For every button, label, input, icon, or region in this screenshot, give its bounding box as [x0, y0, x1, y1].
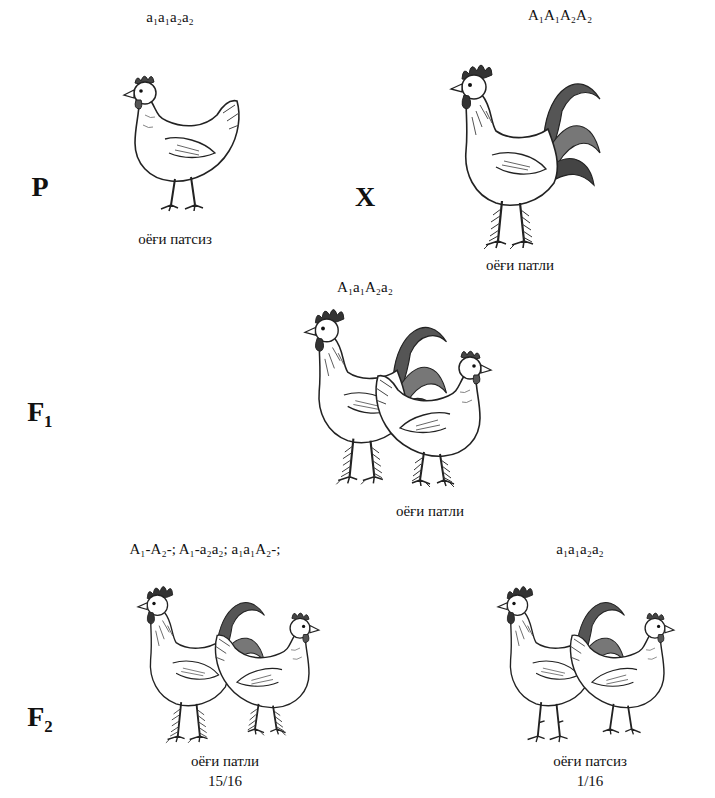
feathered-legs: [248, 704, 286, 736]
phenotype-label: оёғи патсиз: [553, 752, 627, 770]
hen-figure: [376, 351, 491, 487]
genotype-label: A₁A₁A₂A₂: [528, 6, 592, 24]
hen-body: [215, 613, 319, 707]
generation-label: F₁: [27, 395, 53, 429]
feathered-legs: [412, 452, 454, 487]
feathered-legs: [336, 439, 383, 485]
phenotype-label: оёғи патсиз: [138, 230, 212, 248]
bare-legs: [161, 177, 203, 211]
hen-body: [570, 613, 674, 707]
phenotype-label: оёғи патли: [191, 752, 259, 770]
genotype-label: A₁-A₂-; A₁-a₂a₂; a₁a₁A₂-;: [130, 540, 281, 558]
generation-label: P: [31, 170, 48, 204]
phenotype-label: оёғи патли: [486, 256, 554, 274]
hen-figure: [570, 613, 674, 734]
bare-legs: [528, 702, 568, 742]
bare-legs: [603, 704, 641, 735]
feathered-legs: [484, 201, 533, 249]
hen-figure: [215, 613, 319, 735]
rooster-figure: [451, 65, 600, 249]
generation-label: F₂: [27, 700, 53, 734]
feathered-legs: [166, 702, 208, 743]
cross-sign: X: [355, 180, 375, 214]
genotype-label: A₁a₁A₂a₂: [337, 278, 393, 296]
genotype-label: a₁a₁a₂a₂: [146, 8, 194, 26]
hen-body: [376, 351, 491, 456]
phenotype-label: оёғи патли: [396, 502, 464, 520]
ratio-label: 1/16: [577, 772, 604, 790]
hen-figure: [124, 76, 239, 211]
ratio-label: 15/16: [208, 772, 242, 790]
genotype-label: a₁a₁a₂a₂: [556, 540, 604, 558]
hen-body: [124, 76, 239, 181]
rooster-body: [451, 65, 600, 205]
